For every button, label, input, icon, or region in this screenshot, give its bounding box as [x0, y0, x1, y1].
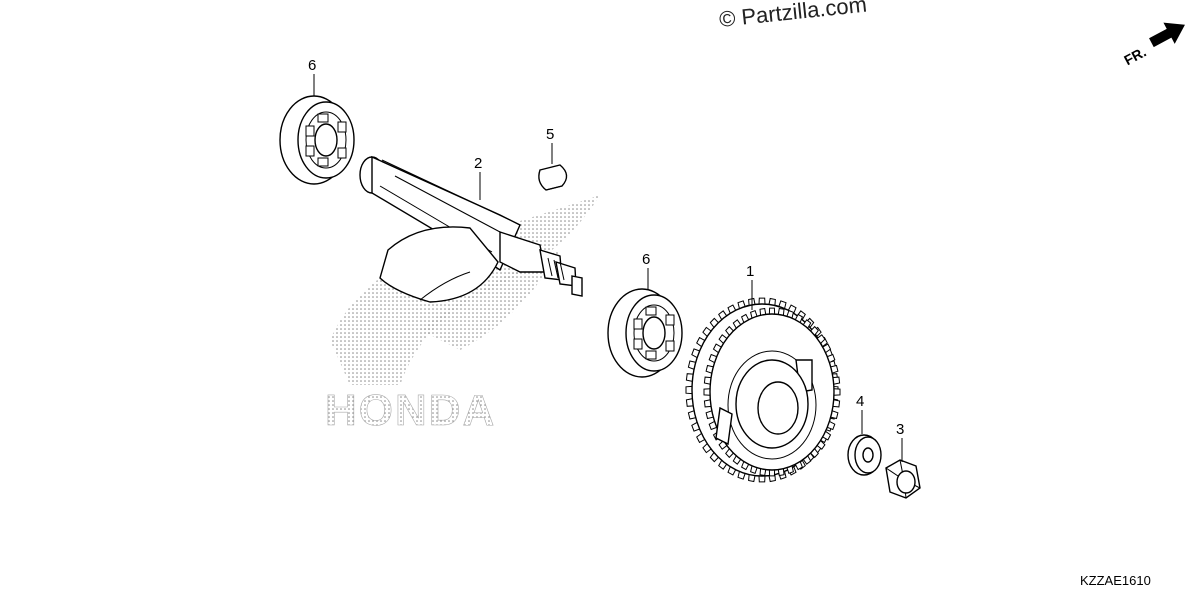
- diagram-code: KZZAE1610: [1080, 573, 1151, 588]
- callout-bearing-mid: 6: [642, 251, 650, 268]
- callout-bearing-top: 6: [308, 57, 316, 74]
- callout-key: 5: [546, 126, 554, 143]
- bearing-top: [279, 95, 355, 185]
- callout-shaft: 2: [474, 155, 482, 172]
- woodruff-key: [538, 164, 568, 191]
- callout-gear: 1: [746, 263, 754, 280]
- front-direction-indicator: FR.: [1121, 22, 1185, 69]
- brand-logo-text: HONDA: [325, 386, 496, 435]
- balancer-shaft: [359, 155, 583, 303]
- flange-nut: [885, 459, 921, 499]
- direction-label: FR.: [1121, 44, 1148, 69]
- callout-nut: 3: [896, 421, 904, 438]
- bearing-mid: [607, 288, 683, 378]
- balancer-gear: [685, 297, 841, 483]
- partzilla-watermark: © Partzilla.com: [718, 0, 868, 32]
- callout-washer: 4: [856, 393, 864, 410]
- arrow-right-icon: [1149, 22, 1185, 48]
- washer: [847, 434, 882, 476]
